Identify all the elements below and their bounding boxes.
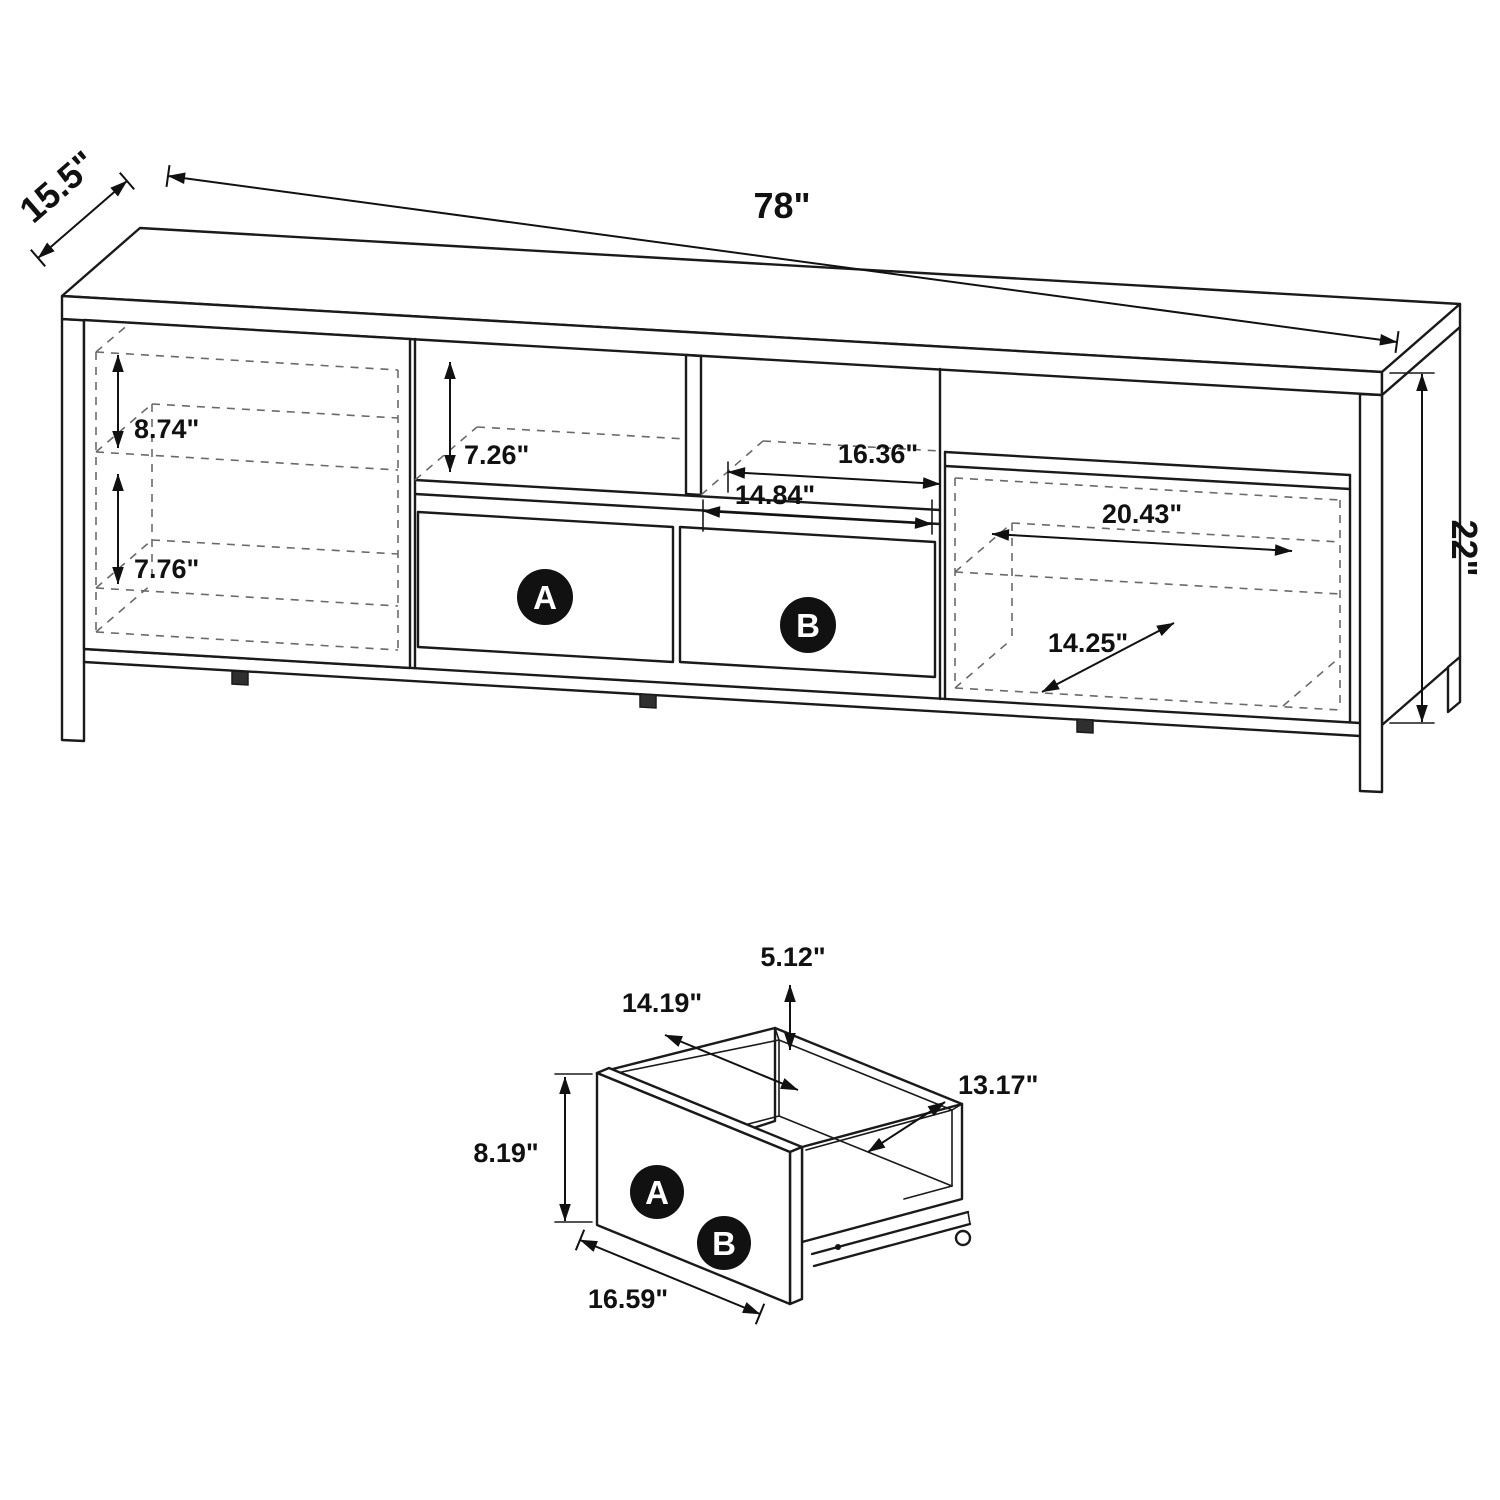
center-shelf-top-edge [413, 478, 942, 512]
drawer-dimensions: 5.12" 14.19" 13.17" 8.19" 16.59" [473, 942, 1038, 1325]
left-cabinet-hidden-lines [95, 322, 399, 651]
left-cabinet-door [82, 318, 412, 670]
left-cabinet [82, 318, 412, 670]
drawer-a-badge [517, 569, 573, 625]
left-upper-dim-label: 8.74" [134, 414, 199, 444]
drawer-detail-b-label: B [712, 1225, 736, 1262]
right-side-leg [1358, 392, 1384, 794]
foot-left [231, 670, 249, 686]
interior-width-dim-label: 14.19" [622, 988, 702, 1018]
drawer-a-label: A [533, 579, 557, 616]
width-dim-label: 78" [753, 185, 810, 226]
center-hidden-lines [414, 426, 941, 496]
right-cabinet-top-edge [943, 450, 1352, 477]
center-left-width-dim-line [702, 506, 933, 529]
side-height-dim-label: 5.12" [760, 942, 825, 972]
center-height-dim-label: 7.26" [464, 440, 529, 470]
front-width-dim-line [579, 1239, 761, 1315]
interior-depth-dim-label: 13.17" [958, 1070, 1038, 1100]
center-right-width-dim-line [727, 467, 941, 489]
center-left-width-dim-label: 14.84" [735, 480, 815, 510]
drawer-detail-a-label: A [645, 1174, 669, 1211]
right-cabinet-top-inner-edge [943, 464, 1352, 491]
left-lower-dim-label: 7.76" [134, 554, 199, 584]
interior-depth-dim-line [867, 1101, 946, 1153]
bottom-panel-edge [82, 660, 1362, 738]
drawer-front-edge-face [788, 1145, 804, 1306]
foot-right [1076, 718, 1094, 734]
front-height-dim-label: 8.19" [473, 1138, 538, 1168]
height-dim-label: 22" [1444, 519, 1485, 576]
rail-screw [835, 1244, 841, 1250]
center-right-width-dim-label: 16.36" [838, 439, 918, 469]
left-side-leg [60, 317, 86, 743]
glide-wheel [954, 1229, 972, 1247]
drawer-b-badge [780, 597, 836, 653]
right-depth-dim-label: 14.25" [1048, 628, 1128, 658]
drawer-b-label: B [796, 607, 820, 644]
front-width-dim-label: 16.59" [588, 1284, 668, 1314]
console-dimensions: 78" 15.5" 22" 8.74" 7.76" 7.26" 16.36" 1… [11, 143, 1485, 724]
drawer-back-rim [773, 1026, 964, 1106]
interior-width-dim-line [664, 1034, 799, 1091]
console-figure: A B [11, 143, 1485, 794]
depth-dim-line [37, 180, 128, 259]
right-width-dim-line [991, 529, 1293, 556]
drawer-detail-a-badge [630, 1165, 684, 1219]
foot-center [639, 693, 657, 709]
drawer-glide-rail [810, 1210, 972, 1268]
rear-right-leg [1446, 655, 1462, 714]
right-width-dim-label: 20.43" [1102, 499, 1182, 529]
right-depth-dim-line [1041, 622, 1175, 693]
drawer-figure: A B 5.12" 14.19" 13.17" 8.19" 16.59" [473, 942, 1038, 1325]
center-divider [684, 353, 703, 497]
width-dim-line [167, 172, 1398, 346]
